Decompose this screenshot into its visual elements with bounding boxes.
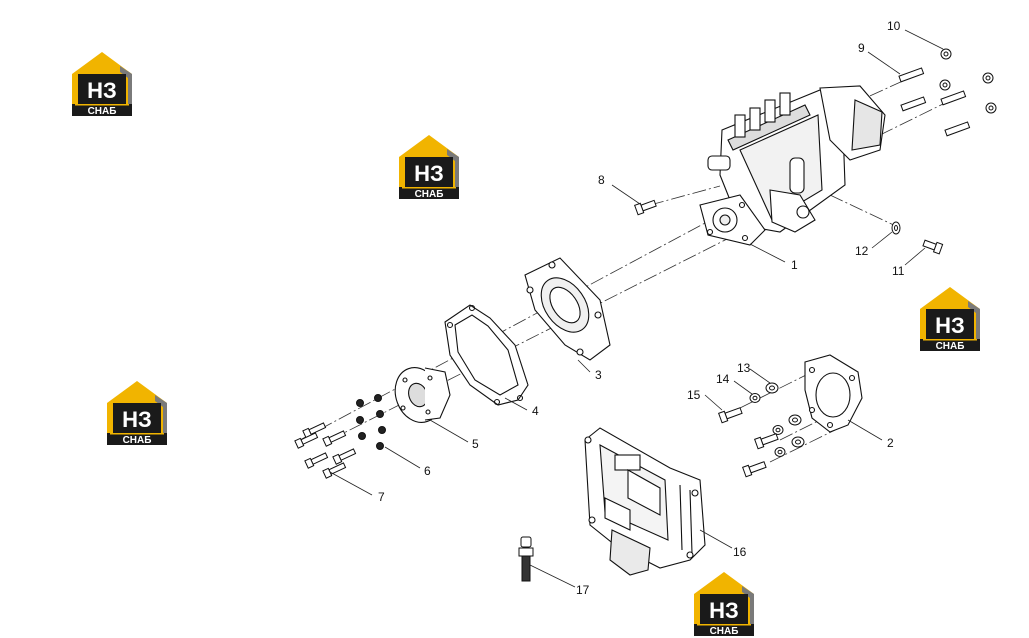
bolts-15 <box>718 407 779 478</box>
watermark-logo: НЗ СНАБ <box>107 381 167 446</box>
watermark-logo: НЗ СНАБ <box>694 572 754 637</box>
callout-6: 6 <box>424 464 431 478</box>
callout-14: 14 <box>716 372 730 386</box>
svg-text:СНАБ: СНАБ <box>123 435 152 446</box>
callout-15: 15 <box>687 388 701 402</box>
gasket-2 <box>804 354 863 433</box>
callout-11: 11 <box>892 264 905 278</box>
watermark-logo: НЗ СНАБ <box>399 135 459 200</box>
svg-text:НЗ: НЗ <box>122 407 152 432</box>
callout-12: 12 <box>855 244 869 258</box>
callout-2: 2 <box>887 436 894 450</box>
studs-9 <box>898 67 971 137</box>
svg-text:СНАБ: СНАБ <box>936 341 965 352</box>
svg-text:СНАБ: СНАБ <box>710 626 739 637</box>
nuts-10 <box>939 48 997 114</box>
control-unit <box>584 427 706 576</box>
bolt-8 <box>634 199 657 216</box>
adapter-flange <box>524 257 611 361</box>
leader-lines <box>329 29 944 588</box>
drive-hub <box>394 367 451 423</box>
callout-5: 5 <box>472 437 479 451</box>
callout-1: 1 <box>791 258 798 272</box>
callout-13: 13 <box>737 361 751 375</box>
callout-9: 9 <box>858 41 865 55</box>
nuts-6 <box>356 394 386 450</box>
svg-text:НЗ: НЗ <box>87 78 117 103</box>
washer-12 <box>891 221 901 235</box>
svg-text:НЗ: НЗ <box>414 161 444 186</box>
watermark-logo: НЗ СНАБ <box>72 52 132 117</box>
bolts-7 <box>294 422 357 479</box>
callout-7: 7 <box>378 490 385 504</box>
gasket-4 <box>444 304 529 406</box>
watermark-logo: НЗ СНАБ <box>920 287 980 352</box>
callout-4: 4 <box>532 404 539 418</box>
callout-10: 10 <box>887 19 901 33</box>
callout-3: 3 <box>595 368 602 382</box>
bolt-11 <box>922 239 944 255</box>
svg-text:СНАБ: СНАБ <box>88 106 117 117</box>
svg-text:НЗ: НЗ <box>935 313 965 338</box>
svg-text:НЗ: НЗ <box>709 598 739 623</box>
callout-17: 17 <box>576 583 590 597</box>
injection-pump <box>699 85 886 246</box>
svg-text:СНАБ: СНАБ <box>415 189 444 200</box>
washers-14 <box>749 393 786 457</box>
callout-8: 8 <box>598 173 605 187</box>
sensor <box>518 536 534 582</box>
callout-16: 16 <box>733 545 747 559</box>
washers-13 <box>765 382 805 448</box>
